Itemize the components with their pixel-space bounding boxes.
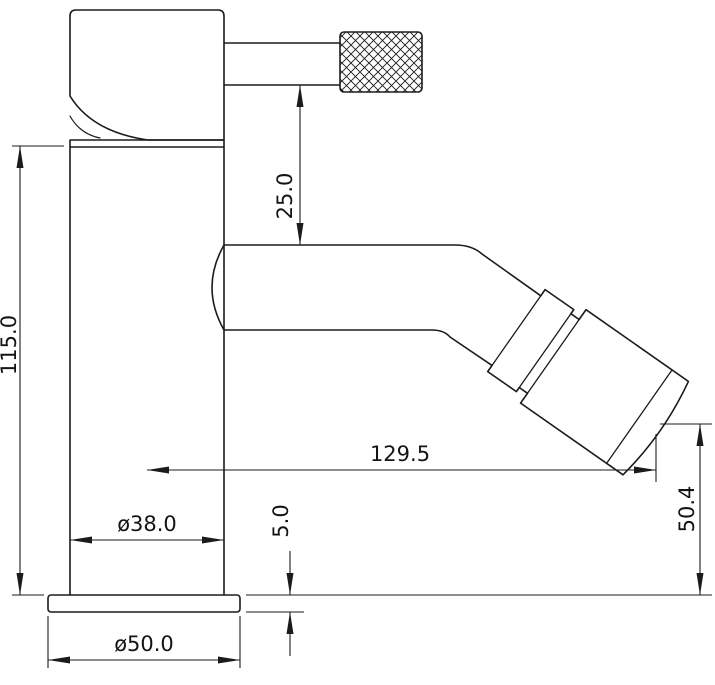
label-outlet-height: 50.4	[675, 486, 699, 533]
label-base-diameter: ø50.0	[114, 632, 174, 656]
spout-and-nozzle	[211, 244, 690, 476]
extension-lines	[47, 616, 241, 668]
arrowheads	[286, 573, 294, 634]
dim-reach: 129.5	[147, 434, 657, 482]
base-plate	[47, 594, 241, 613]
label-overall-height: 115.0	[0, 315, 21, 375]
label-deck-to-spout: 25.0	[273, 173, 297, 220]
extension-lines	[246, 423, 712, 596]
dim-body-diameter: ø38.0	[70, 512, 224, 544]
dim-base-thickness: 5.0	[246, 504, 304, 656]
handle-housing	[69, 9, 225, 141]
dim-outlet-height: 50.4	[246, 423, 712, 596]
dim-base-diameter: ø50.0	[47, 616, 241, 668]
nozzle-ring-lines	[487, 288, 673, 465]
label-body-diameter: ø38.0	[117, 512, 177, 536]
dim-deck-to-spout: 25.0	[273, 84, 316, 245]
extension-lines	[12, 145, 64, 596]
dim-overall-height: 115.0	[0, 145, 64, 596]
knurled-grip	[339, 31, 423, 93]
label-reach: 129.5	[370, 442, 430, 466]
dimensions: 115.0 25.0 129.5 50.4 5.0	[0, 84, 712, 668]
body-column	[69, 139, 225, 596]
arrowheads	[48, 656, 240, 664]
label-base-thickness: 5.0	[269, 504, 293, 537]
housing-corner-arc	[69, 115, 101, 139]
handle-lever	[223, 42, 341, 86]
faucet	[47, 9, 690, 613]
